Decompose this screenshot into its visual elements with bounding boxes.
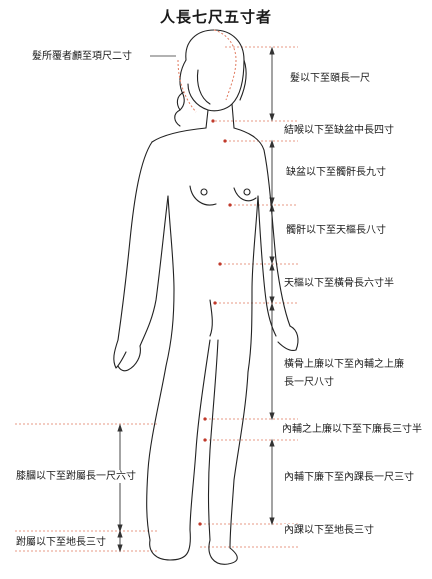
label-knee-upper-lower: 內輔之上廉以下至下廉長三寸半	[282, 423, 422, 436]
female-figure	[113, 29, 299, 565]
hair-guide-2	[177, 59, 197, 113]
label-clavicle-to-xiphoid: 缺盆以下至髑骭長九寸	[286, 166, 386, 179]
hair-guide	[213, 29, 237, 101]
acupoint-markers	[198, 119, 232, 526]
label-hair-front: 髮所覆者顱至項尺二寸	[32, 50, 132, 63]
label-pubis-to-knee-2: 長一尺八寸	[284, 376, 334, 389]
label-navel-to-pubis: 天樞以下至橫骨長六寸半	[284, 277, 394, 290]
label-hair-to-chin: 髮以下至頤長一尺	[290, 72, 370, 85]
label-knee-to-ankle: 膝膕以下至跗屬長一尺六寸	[16, 470, 136, 483]
guide-lines	[15, 46, 298, 552]
label-xiphoid-to-navel: 髑骭以下至天樞長八寸	[286, 224, 386, 237]
label-ankle-to-ground: 跗屬以下至地長三寸	[16, 536, 106, 549]
label-throat-to-clavicle: 結喉以下至缺盆中長四寸	[284, 124, 394, 137]
label-malleolus-to-ground: 內踝以下至地長三寸	[284, 524, 374, 537]
measure-arrows	[117, 46, 275, 553]
label-pubis-to-knee-1: 橫骨上廉以下至內輔之上廉	[284, 358, 404, 371]
diagram-title: 人長七尺五寸者	[159, 8, 272, 26]
label-knee-to-malleolus: 內輔下廉下至內踝長一尺三寸	[284, 471, 414, 484]
